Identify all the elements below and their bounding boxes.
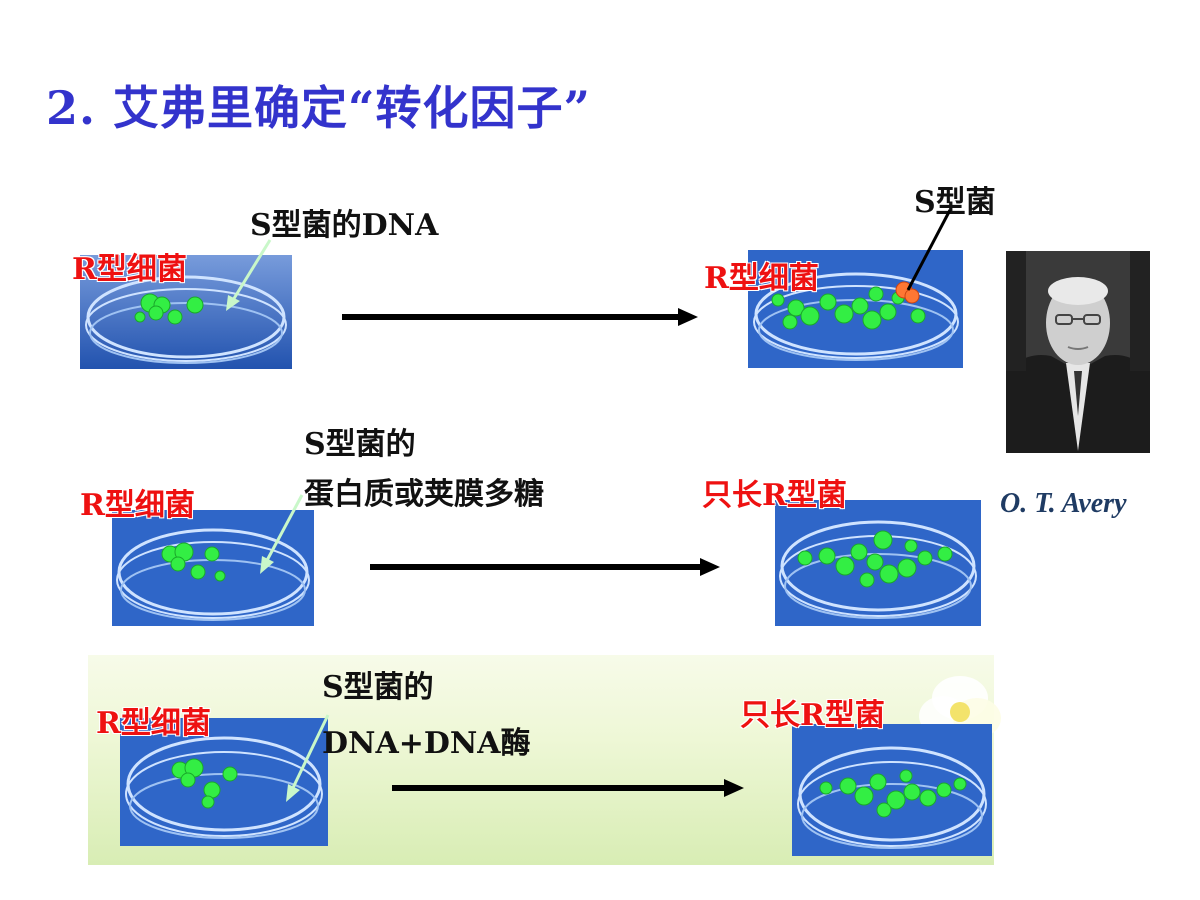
petri-dish-result-r-and-s xyxy=(748,250,963,368)
petri-dish-graphic xyxy=(120,718,328,846)
row3-added-line2: DNA+DNA酶 xyxy=(322,726,531,761)
row3-added-substance: S型菌的 DNA+DNA酶 xyxy=(322,660,531,772)
page-title: 2. 艾弗里确定“转化因子” xyxy=(46,81,591,135)
pointer-line-icon xyxy=(286,714,330,802)
petri-dish-graphic xyxy=(748,250,963,368)
row3-right-label: 只长R型菌 xyxy=(740,698,885,733)
row1-right-extra-label: S型菌 xyxy=(914,185,996,220)
petri-dish-r-bacteria xyxy=(80,255,292,369)
row1-right-label: R型细菌 xyxy=(704,261,819,296)
petri-dish-graphic xyxy=(80,255,292,369)
arrow-right-icon xyxy=(392,779,744,797)
petri-dish-r-bacteria xyxy=(112,510,314,626)
row2-right-label: 只长R型菌 xyxy=(702,478,847,513)
petri-dish-result-r-only xyxy=(775,500,981,626)
petri-dish-graphic xyxy=(112,510,314,626)
pointer-line-icon xyxy=(260,494,304,574)
portrait-graphic xyxy=(1006,251,1150,453)
row1-added-line1: S型菌的DNA xyxy=(250,208,439,243)
pointer-line-icon xyxy=(906,209,952,291)
petri-dish-r-bacteria xyxy=(120,718,328,846)
arrow-right-icon xyxy=(342,308,698,326)
row3-left-label: R型细菌 xyxy=(96,706,211,741)
petri-dish-graphic xyxy=(775,500,981,626)
pointer-line-icon xyxy=(226,239,272,311)
row1-left-label: R型细菌 xyxy=(72,252,187,287)
portrait-caption: O. T. Avery xyxy=(1000,488,1127,519)
result-arrow xyxy=(342,306,698,328)
avery-portrait-photo xyxy=(1006,251,1150,453)
row2-added-line2: 蛋白质或荚膜多糖 xyxy=(304,477,544,512)
row2-added-line1: S型菌的 xyxy=(304,427,416,462)
row1-added-substance: S型菌的DNA xyxy=(250,200,438,244)
row2-added-substance: S型菌的 蛋白质或荚膜多糖 xyxy=(304,420,544,520)
row2-left-label: R型细菌 xyxy=(80,488,195,523)
result-arrow xyxy=(392,777,744,799)
row3-added-line1: S型菌的 xyxy=(322,670,434,705)
petri-dish-result-r-only xyxy=(792,724,992,856)
arrow-right-icon xyxy=(370,558,720,576)
result-arrow xyxy=(370,556,720,578)
petri-dish-graphic xyxy=(792,724,992,856)
